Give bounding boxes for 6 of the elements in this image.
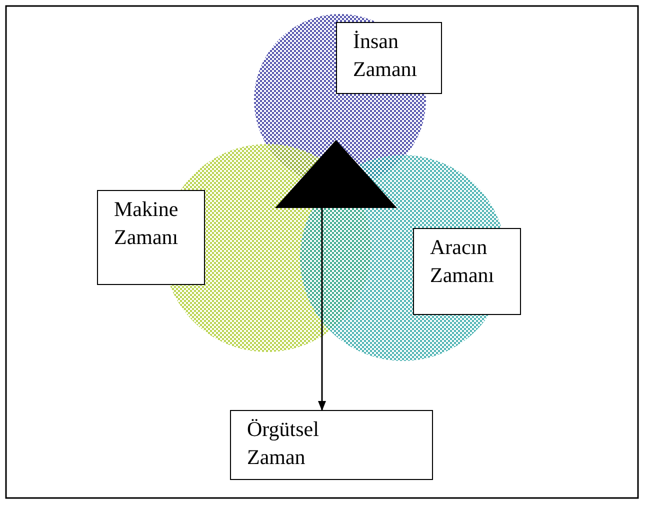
label-box: Örgütsel Zaman (230, 410, 433, 480)
arrow (318, 208, 326, 411)
label-box: İnsan Zamanı (336, 22, 442, 94)
label-box: Makine Zamanı (97, 190, 205, 285)
triangle (275, 140, 397, 208)
label-box: Aracın Zamanı (413, 228, 521, 315)
